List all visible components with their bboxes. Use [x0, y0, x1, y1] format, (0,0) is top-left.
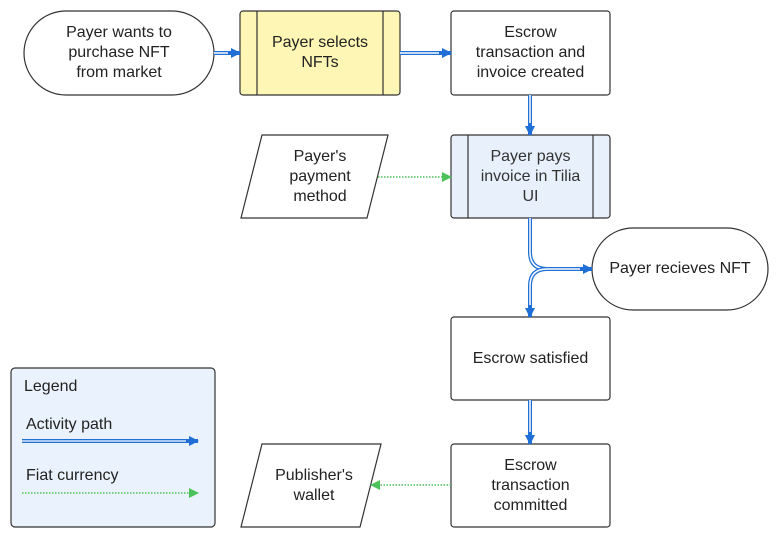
escrow-committed-label-line: committed	[493, 496, 568, 514]
legend-activity-label: Activity path	[26, 416, 113, 433]
start-label: Payer wants to purchase NFT from market	[24, 11, 214, 95]
publisher-wallet-label: Publisher's wallet	[256, 444, 372, 527]
start-label-line: Payer wants to	[66, 24, 172, 41]
payment-method-label-line: payment	[289, 167, 351, 185]
select-label-line: NFTs	[301, 54, 339, 71]
connector-pays-to-satisfied	[525, 267, 586, 318]
connector-pays-to-receives	[528, 218, 593, 274]
start-label-line: from market	[76, 64, 162, 81]
escrow-committed-label-line: Escrow	[504, 456, 557, 474]
escrow-committed-label: Escrow transaction committed	[451, 444, 610, 527]
pays-invoice-label-line: invoice in Tilia	[480, 167, 581, 185]
legend-box	[10, 367, 216, 528]
escrow-committed-label-line: transaction	[491, 476, 570, 494]
publisher-wallet-shape	[240, 443, 382, 528]
receives-nft-label: Payer recieves NFT	[592, 228, 768, 310]
pays-invoice-label: Payer pays invoice in Tilia UI	[468, 135, 593, 218]
escrow-created-label-line: Escrow	[504, 24, 557, 41]
publisher-wallet-label-line: wallet	[293, 486, 335, 504]
payment-method-label-line: Payer's	[293, 147, 347, 165]
escrow-created-label-line: invoice created	[476, 64, 585, 81]
escrow-created-label-line: transaction and	[475, 44, 586, 61]
select-label: Payer selects NFTs	[257, 11, 383, 95]
legend-title: Legend	[24, 378, 78, 395]
pays-invoice-label-line: Payer pays	[490, 147, 571, 165]
select-label-line: Payer selects	[271, 34, 369, 51]
receives-nft-label-line: Payer recieves NFT	[609, 260, 751, 277]
escrow-satisfied-label: Escrow satisfied	[451, 317, 610, 400]
escrow-satisfied-label-line: Escrow satisfied	[472, 349, 589, 367]
payment-method-shape	[240, 134, 389, 219]
publisher-wallet-label-line: Publisher's	[275, 466, 353, 484]
start-label-line: purchase NFT	[68, 44, 170, 61]
pays-invoice-label-line: UI	[522, 187, 539, 205]
legend-fiat-label: Fiat currency	[26, 467, 119, 484]
escrow-created-label: Escrow transaction and invoice created	[451, 11, 610, 95]
payment-method-label: Payer's payment method	[260, 135, 380, 218]
payment-method-label-line: method	[293, 187, 347, 205]
